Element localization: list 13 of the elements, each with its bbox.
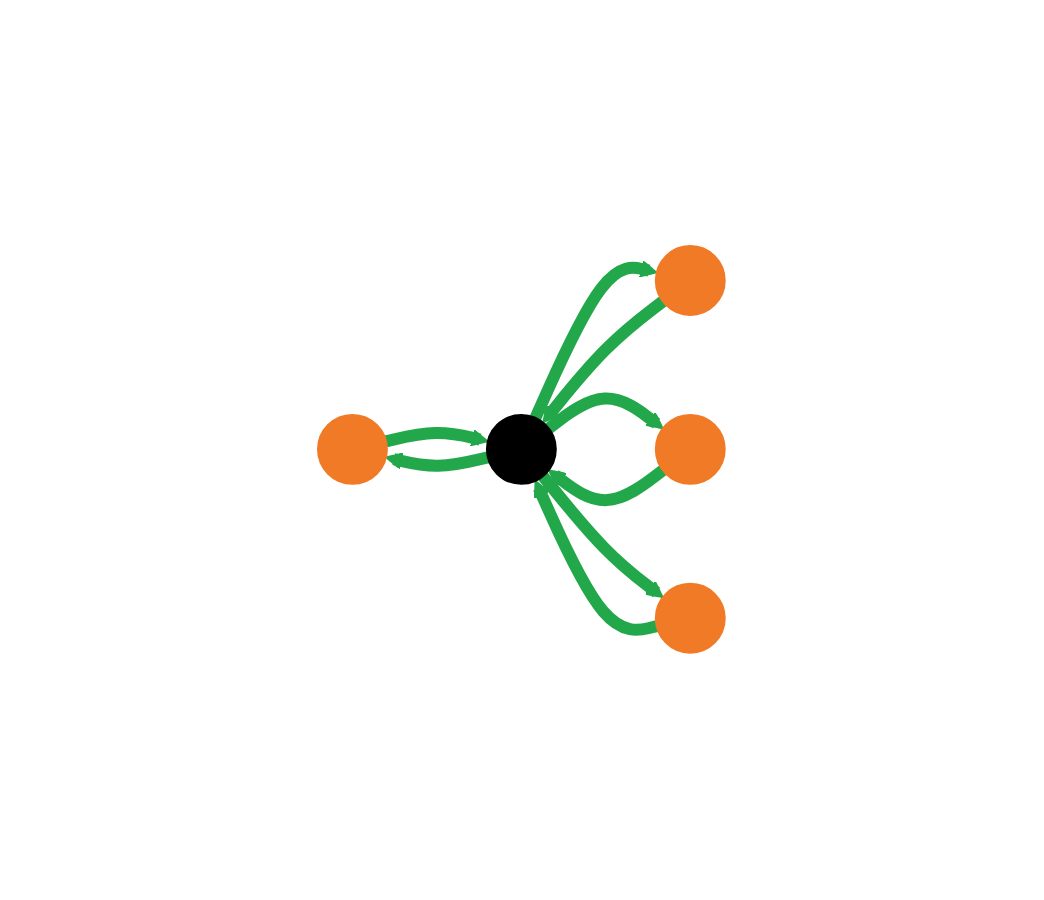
arrow <box>548 466 668 507</box>
node-circle <box>317 414 389 486</box>
arrow <box>385 452 490 473</box>
node-circle <box>655 583 727 655</box>
node-circle <box>655 414 727 486</box>
node-circle <box>486 414 558 486</box>
arrow <box>530 260 659 421</box>
node-circle <box>655 245 727 317</box>
arrow <box>545 393 665 434</box>
arrow <box>385 427 490 448</box>
arrow <box>542 297 668 424</box>
arrow <box>539 473 665 599</box>
arrow <box>533 480 659 637</box>
